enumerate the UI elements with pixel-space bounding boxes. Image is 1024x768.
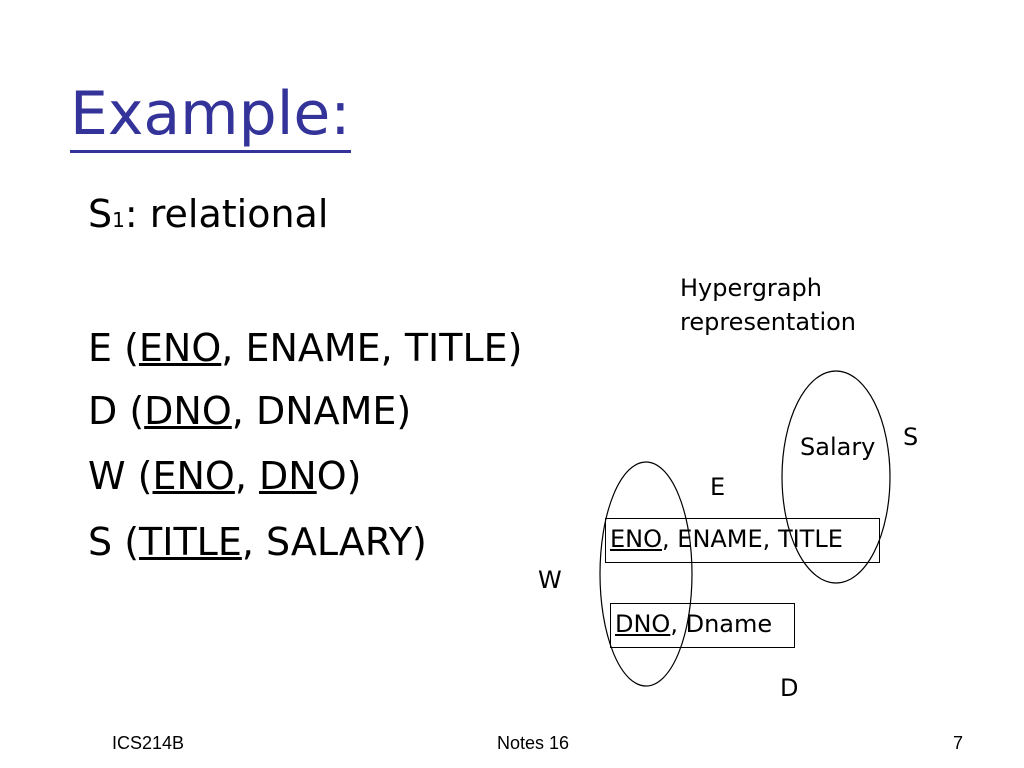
relation-d-key: DNO <box>144 389 232 433</box>
hyperedge-w-ellipse <box>599 461 693 687</box>
relation-w: W (ENO, DNO) <box>88 452 361 500</box>
relation-w-sep: , <box>234 454 260 498</box>
schema-subscript: 1 <box>112 208 125 232</box>
hyperedge-d-attrs: , Dname <box>670 610 773 638</box>
hyperedge-e-attrs: , ENAME, TITLE <box>662 525 843 553</box>
relation-w-name: W ( <box>88 454 153 498</box>
hyperedge-d-key: DNO <box>615 610 671 638</box>
hyperedge-w-label: W <box>538 566 562 594</box>
relation-d: D (DNO, DNAME) <box>88 387 411 435</box>
hyperedge-e-label: E <box>710 473 726 501</box>
schema-line: S1: relational <box>88 190 328 244</box>
hypergraph-caption-line2: representation <box>680 308 857 336</box>
relation-s-rest: , SALARY) <box>241 520 427 564</box>
relation-d-name: D ( <box>88 389 145 433</box>
relation-s-name: S ( <box>88 520 140 564</box>
slide-title: Example: <box>70 78 351 153</box>
relation-s: S (TITLE, SALARY) <box>88 518 427 566</box>
relation-e: E (ENO, ENAME, TITLE) <box>88 324 522 372</box>
schema-prefix: S <box>88 192 113 236</box>
schema-suffix: : relational <box>124 192 329 236</box>
relation-e-name: E ( <box>88 326 139 370</box>
hyperedge-s-label: S <box>903 423 919 451</box>
relation-d-rest: , DNAME) <box>231 389 412 433</box>
relation-w-key1: ENO <box>152 454 235 498</box>
hyperedge-e-key: ENO <box>610 525 663 553</box>
relation-w-key2: DN <box>259 454 317 498</box>
hyperedge-d-box: DNO, Dname <box>610 603 795 648</box>
relation-e-rest: , ENAME, TITLE) <box>221 326 523 370</box>
footer-page-number: 7 <box>953 733 964 753</box>
relation-s-key: TITLE <box>139 520 242 564</box>
hyperedge-d-label: D <box>780 674 799 702</box>
hyperedge-s-ellipse <box>781 370 891 584</box>
footer-course: ICS214B <box>112 733 185 753</box>
relation-e-key: ENO <box>138 326 222 370</box>
relation-w-rest: O) <box>316 454 362 498</box>
hypergraph-caption-line1: Hypergraph <box>680 274 822 302</box>
hyperedge-e-box: ENO, ENAME, TITLE <box>605 518 880 563</box>
salary-node-label: Salary <box>800 433 876 461</box>
footer-notes: Notes 16 <box>497 733 570 753</box>
